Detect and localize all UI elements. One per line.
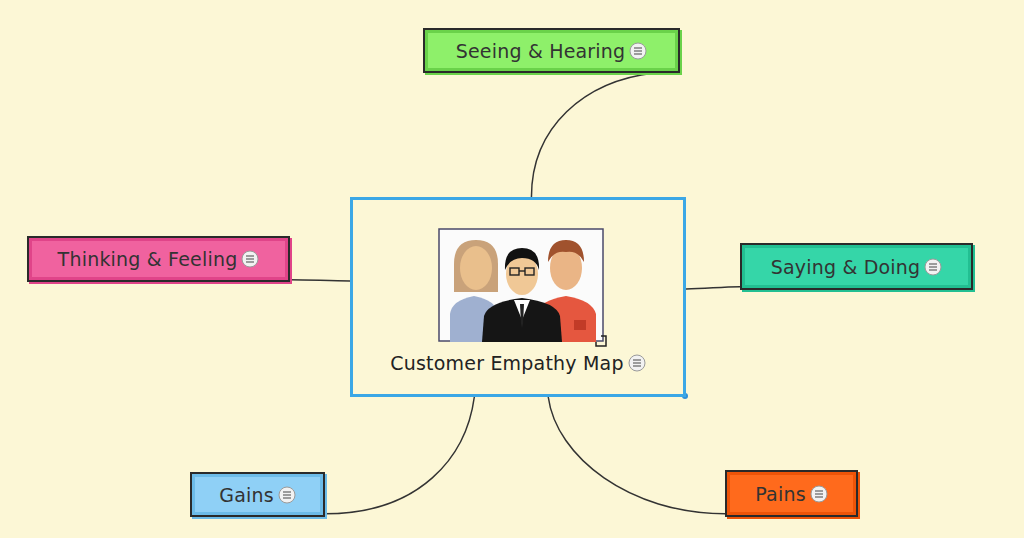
topic-label: Saying & Doing [771, 256, 921, 278]
caption-row: Customer Empathy Map [353, 352, 683, 374]
central-topic: Customer Empathy Map [350, 197, 686, 397]
note-icon [629, 42, 647, 60]
note-icon [628, 354, 646, 372]
note-icon [924, 258, 942, 276]
topic-label: Pains [755, 483, 805, 505]
topic-label: Customer Empathy Map [390, 352, 623, 374]
topic-label: Gains [219, 484, 274, 506]
branch-topic: Gains [190, 472, 325, 517]
note-icon [241, 250, 259, 268]
branch-connector [548, 397, 725, 514]
branch-topic: Saying & Doing [740, 243, 973, 290]
branch-topic: Thinking & Feeling [27, 236, 290, 282]
topic-label: Seeing & Hearing [456, 40, 626, 62]
people-illustration [438, 228, 608, 348]
note-icon [810, 485, 828, 503]
note-icon [278, 486, 296, 504]
topic-label: Thinking & Feeling [58, 248, 238, 270]
branch-connector [290, 280, 350, 281]
branch-connector [686, 287, 740, 289]
branch-topic: Seeing & Hearing [423, 28, 680, 73]
branch-connector [531, 73, 654, 197]
branch-topic: Pains [725, 470, 858, 517]
branch-connector [325, 397, 474, 514]
